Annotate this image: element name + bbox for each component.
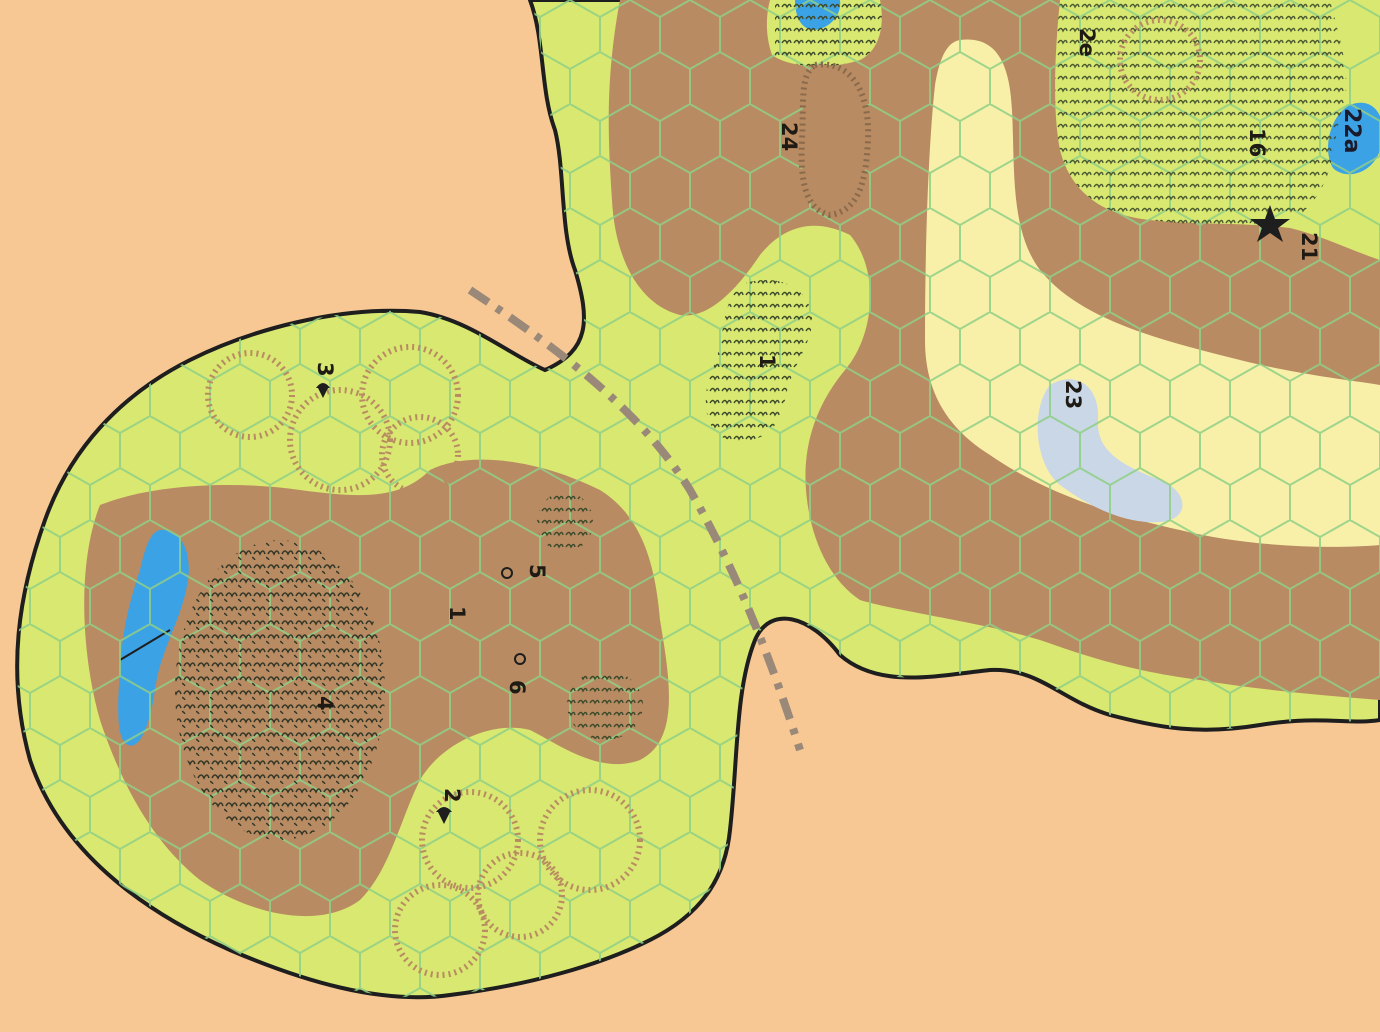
- ridge-24: [798, 61, 872, 219]
- label-3: 3: [313, 362, 337, 377]
- hill-ring-icon: [287, 387, 393, 493]
- label-4: 4: [313, 696, 337, 711]
- label-24: 24: [777, 122, 801, 151]
- label-6: 6: [505, 680, 529, 695]
- label-2: 2: [440, 788, 464, 803]
- hill-group-north: [205, 344, 461, 496]
- label-1-brown: 1: [445, 606, 469, 621]
- hill-ring-icon: [205, 350, 295, 440]
- circle-point-icon: [501, 567, 513, 579]
- forest-patch-small-b: [567, 670, 643, 740]
- hill-ring-icon: [359, 344, 461, 446]
- forest-northeast: [1055, 0, 1347, 227]
- circle-point-icon: [514, 653, 526, 665]
- village-marker-icon: [436, 807, 452, 824]
- label-5: 5: [525, 564, 549, 579]
- hill-ring-icon: [1117, 17, 1203, 103]
- road-dashdot: [467, 286, 804, 752]
- label-1-forest: 1: [755, 354, 779, 369]
- star-icon: [1250, 205, 1290, 242]
- label-2e: 2e: [1075, 28, 1099, 57]
- village-marker-icon: [316, 383, 330, 398]
- label-22a: 22a: [1339, 108, 1364, 153]
- hill-ring-icon: [537, 787, 643, 893]
- label-23: 23: [1061, 380, 1085, 409]
- label-21: 21: [1297, 232, 1321, 261]
- forest-patch-1: [705, 279, 813, 441]
- forest-patch-small-a: [537, 492, 593, 552]
- forest-large-west: [175, 540, 385, 840]
- hill-group-south: [392, 787, 643, 978]
- label-16: 16: [1245, 128, 1269, 157]
- forest-north-pocket: [775, 0, 882, 67]
- hill-ring-icon: [379, 414, 461, 496]
- hill-ring-icon: [419, 789, 521, 891]
- hill-ring-icon: [475, 850, 565, 940]
- hill-group-northeast: [1117, 17, 1203, 103]
- hill-ring-icon: [392, 882, 488, 978]
